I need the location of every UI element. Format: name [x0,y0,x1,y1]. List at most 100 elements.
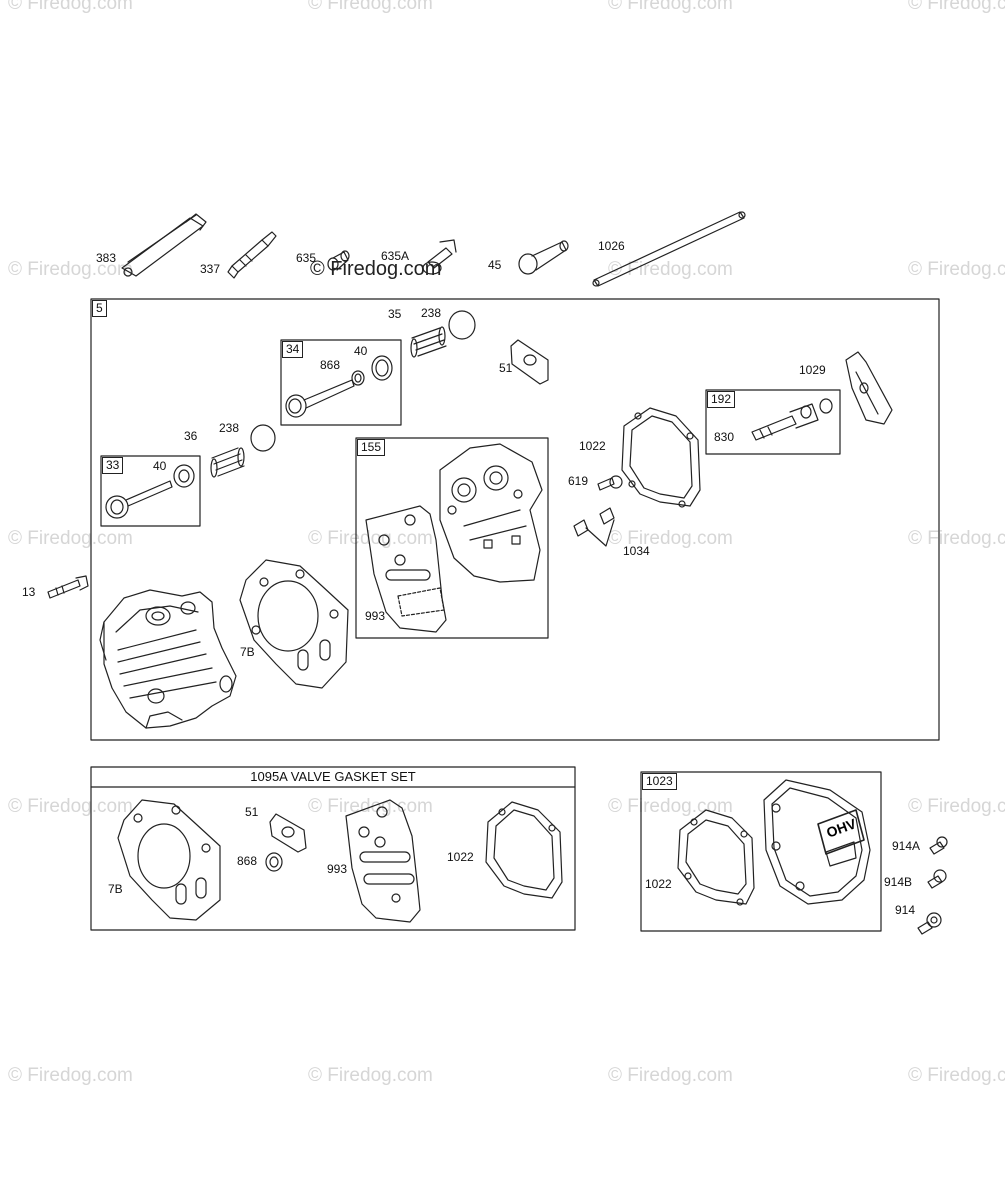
valve-spring-lower-drawing [210,447,245,478]
box-label-33: 33 [102,457,124,474]
part-label: 40 [153,459,167,473]
watermark: © Firedog.com [908,0,1005,14]
part-label: 830 [714,430,735,444]
part-label: 868 [237,854,258,868]
part-label: 36 [184,429,198,443]
cylinder-head-frame [90,298,940,741]
watermark: © Firedog.com [908,1065,1005,1086]
valve-cap-drawing [327,250,350,271]
part-label: 914A [892,839,921,853]
watermark: © Firedog.com [608,796,733,817]
cover-bolt-drawing [597,475,623,491]
part-label: 337 [200,262,221,276]
cylinder-head-drawing [99,589,237,729]
spark-plug-drawing [227,231,277,279]
part-label: 7B [240,645,255,659]
gasket-set-intake-gasket-drawing [269,813,307,853]
valve-assembly-34-frame [280,339,402,426]
part-label: 40 [354,344,368,358]
watermark: © Firedog.com [308,1065,433,1086]
part-label: 619 [568,474,589,488]
part-label: 13 [22,585,36,599]
intake-gasket-large-drawing [365,505,447,633]
part-label: 1026 [598,239,625,253]
watermark: © Firedog.com [8,528,133,549]
box-label-155: 155 [357,439,386,456]
watermark: © Firedog.com [908,259,1005,280]
gasket-set-title: 1095A VALVE GASKET SET [250,769,416,784]
breather-screw-a-drawing [929,836,948,855]
breather-tube-drawing [121,213,207,277]
watermark: © Firedog.com [908,528,1005,549]
watermark: © Firedog.com [608,1065,733,1086]
part-label: 238 [421,306,442,320]
part-label: 383 [96,251,117,265]
cover-screw-drawing [917,912,942,935]
part-label: 914B [884,875,913,889]
part-label: 635A [381,249,410,263]
gasket-set-cover-gasket-drawing [485,801,563,899]
gasket-kit-155-frame [355,437,549,639]
part-label: 238 [219,421,240,435]
valve-seal-upper-drawing [351,370,365,386]
gasket-set-frame [90,766,576,931]
part-label: 51 [499,361,513,375]
valve-cover-gasket-drawing [621,407,701,508]
breather-screw-b-drawing [927,869,947,889]
watermark: © Firedog.com [908,796,1005,817]
spring-cap-lower-drawing [250,424,276,452]
box-label-34: 34 [282,341,304,358]
part-label: 7B [108,882,123,896]
valve-spring-upper-drawing [410,326,447,358]
gasket-set-head-gasket-drawing [117,799,221,921]
valve-cover-frame [640,771,882,932]
center-watermark: © Firedog.com [310,258,442,280]
rocker-arm-drawing [845,351,893,425]
part-label: 868 [320,358,341,372]
part-label: 1022 [579,439,606,453]
gasket-set-exhaust-gasket-drawing [345,799,421,923]
gasket-set-valve-seal-drawing [265,852,283,872]
exhaust-valve-drawing [285,379,355,418]
intake-gasket-drawing [510,339,549,385]
part-label: 1034 [623,544,650,558]
watermark: © Firedog.com [8,796,133,817]
watermark: © Firedog.com [308,528,433,549]
exhaust-gasket-large-drawing [439,443,543,583]
watermark: © Firedog.com [8,259,133,280]
spring-cap-upper-drawing [448,310,476,340]
part-label: 993 [327,862,348,876]
cover-box-gasket-drawing [677,809,755,906]
part-label: 1022 [645,877,672,891]
watermark: © Firedog.com [8,0,133,14]
intake-valve-drawing [105,464,195,519]
push-rod-drawing [592,211,746,287]
retainer-drawing [518,240,569,275]
valve-cover-drawing [763,779,871,905]
box-label-1023: 1023 [642,773,677,790]
watermark: © Firedog.com [608,0,733,14]
part-label: 993 [365,609,386,623]
head-bolt-drawing [47,575,89,599]
part-label: 914 [895,903,916,917]
part-label: 1029 [799,363,826,377]
rocker-kit-192-frame [705,389,841,455]
part-label: 35 [388,307,402,321]
part-label: 635 [296,251,317,265]
valve-rotator-drawing [422,239,457,275]
retainer-upper-drawing [371,355,393,381]
box-label-192: 192 [707,391,736,408]
wire-clip-drawing [573,507,615,547]
watermark: © Firedog.com [608,259,733,280]
watermark: © Firedog.com [608,528,733,549]
watermark: © Firedog.com [308,0,433,14]
part-label: 45 [488,258,502,272]
head-gasket-drawing [239,559,349,689]
box-label-5: 5 [92,300,107,317]
rocker-stud-drawing [751,398,833,441]
watermark: © Firedog.com [8,1065,133,1086]
part-label: 51 [245,805,259,819]
part-label: 1022 [447,850,474,864]
valve-assembly-33-frame [100,455,201,527]
